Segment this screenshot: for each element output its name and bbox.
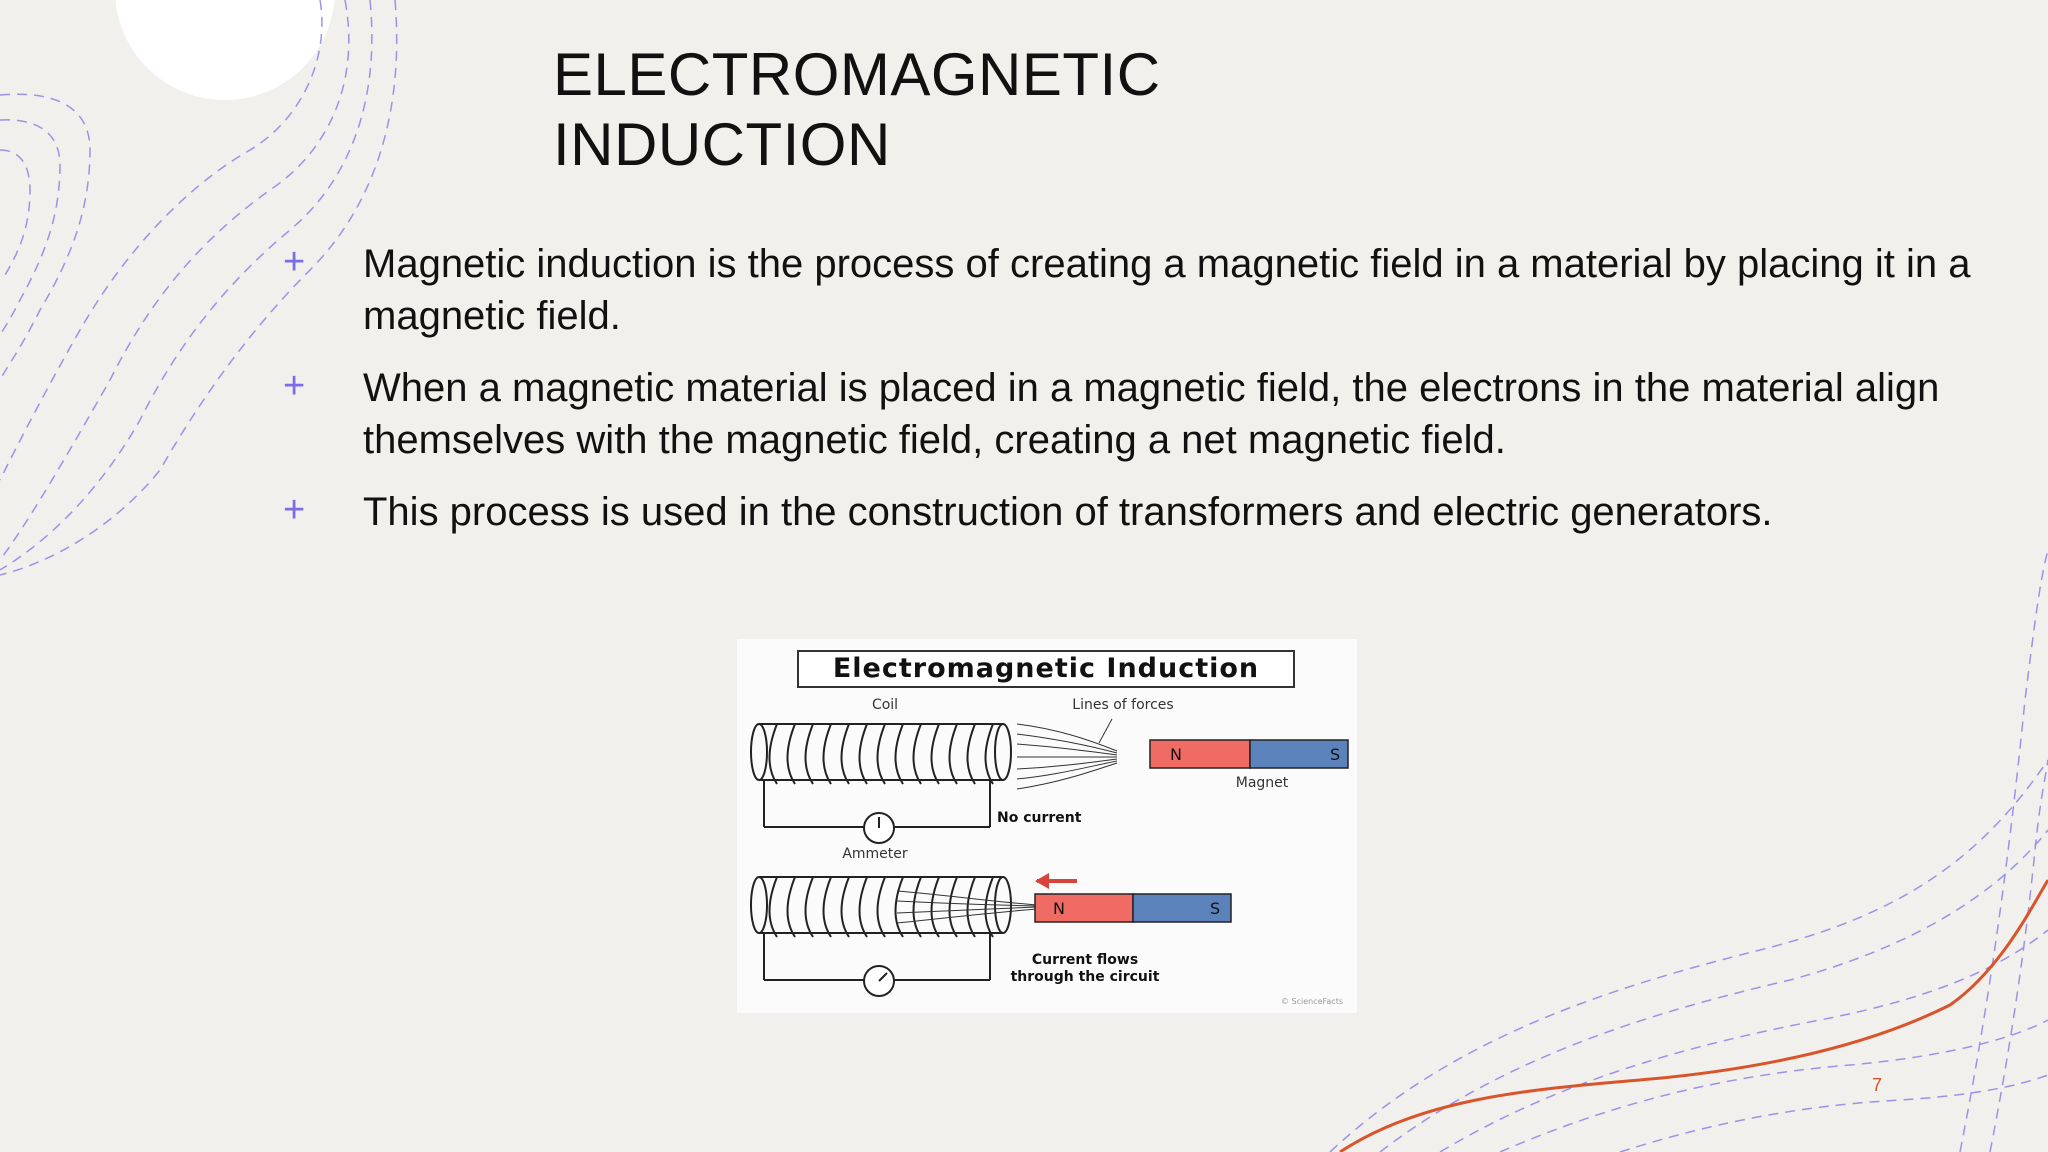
decorative-circle [115, 0, 335, 100]
magnet-north-label: N [1170, 745, 1182, 764]
coil-label: Coil [872, 697, 898, 713]
bullet-item: + When a magnetic material is placed in … [283, 362, 1983, 466]
magnet-north-label: N [1053, 899, 1065, 918]
magnet-south-label: S [1330, 745, 1340, 764]
page-number: 7 [1872, 1075, 1883, 1095]
magnet-south-label: S [1210, 899, 1220, 918]
plus-icon: + [283, 489, 306, 531]
orange-accent-line [1339, 879, 2048, 1152]
slide-title-line-2: INDUCTION [553, 111, 891, 178]
coil-top [750, 723, 1012, 844]
induction-diagram: Electromagnetic Induction Coil Lines of … [737, 639, 1357, 1013]
plus-icon: + [283, 365, 306, 407]
bullet-item: + Magnetic induction is the process of c… [283, 238, 1983, 342]
plus-icon: + [283, 241, 306, 283]
bullet-text: Magnetic induction is the process of cre… [363, 242, 1971, 338]
magnet-bottom: N S [1034, 893, 1232, 923]
coil-bottom [750, 876, 1012, 997]
bullet-text: When a magnetic material is placed in a … [363, 366, 1940, 462]
current-flows-line-1: Current flows [1032, 952, 1138, 968]
bullet-item: + This process is used in the constructi… [283, 486, 1983, 538]
no-current-label: No current [997, 810, 1082, 826]
magnet-label: Magnet [1236, 775, 1289, 791]
magnet-top: N S [1149, 739, 1349, 769]
diagram-title: Electromagnetic Induction [833, 653, 1259, 684]
ammeter-label: Ammeter [842, 846, 908, 862]
slide-title-line-1: ELECTROMAGNETIC [553, 41, 1161, 108]
bullet-text: This process is used in the construction… [363, 490, 1773, 534]
lines-of-forces-label: Lines of forces [1072, 697, 1173, 713]
diagram-title-box [797, 650, 1295, 688]
slide-title: ELECTROMAGNETIC INDUCTION [553, 40, 1161, 180]
field-lines-bottom [896, 890, 1038, 924]
field-lines-top [1016, 718, 1118, 790]
diagram-watermark: © ScienceFacts [1281, 997, 1343, 1006]
bullet-list: + Magnetic induction is the process of c… [283, 238, 1983, 558]
current-flows-line-2: through the circuit [1011, 969, 1160, 985]
motion-arrow [1035, 873, 1077, 889]
